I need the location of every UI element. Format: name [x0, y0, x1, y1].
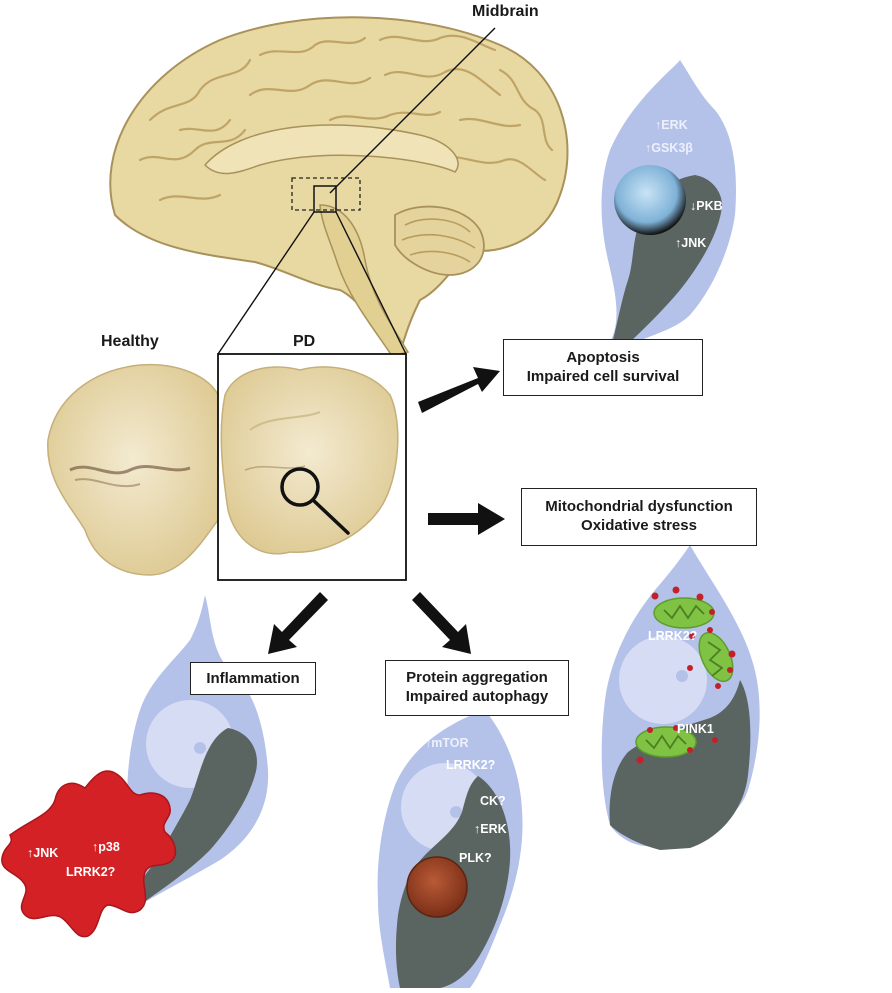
mito-box: Mitochondrial dysfunction Oxidative stre…	[521, 488, 757, 546]
protein-aggregate-icon	[406, 856, 468, 918]
autophagy-erk-label: ↑ERK	[474, 822, 507, 836]
apoptosis-erk-label: ↑ERK	[655, 118, 688, 132]
protein-box-line-2: Impaired autophagy	[405, 688, 549, 705]
inflammation-box: Inflammation	[190, 662, 316, 695]
inflammation-box-line-1: Inflammation	[206, 670, 300, 687]
apoptosis-box: Apoptosis Impaired cell survival	[503, 339, 703, 396]
autophagy-neuron	[377, 710, 523, 988]
mito-neuron	[601, 545, 760, 850]
arrows	[268, 367, 505, 654]
apoptosis-pkb-label: ↓PKB	[690, 199, 723, 213]
arrow-to-protein	[412, 592, 471, 654]
arrow-to-apoptosis	[418, 367, 500, 413]
autophagy-ck-label: CK?	[480, 794, 506, 808]
mito-pink1-label: PINK1	[677, 722, 714, 736]
pd-midbrain-section	[220, 366, 399, 555]
nucleus-icon	[614, 165, 686, 235]
pd-label: PD	[293, 333, 316, 350]
apoptosis-box-line-2: Impaired cell survival	[526, 368, 680, 385]
mito-box-line-1: Mitochondrial dysfunction	[545, 498, 733, 515]
protein-box: Protein aggregation Impaired autophagy	[385, 660, 569, 716]
inflammation-jnk-label: ↑JNK	[27, 846, 59, 860]
inflammation-p38-label: ↑p38	[92, 840, 120, 854]
microglia-icon	[1, 770, 177, 938]
midbrain-label: Midbrain	[472, 3, 539, 20]
mito-box-line-2: Oxidative stress	[581, 517, 697, 534]
healthy-label: Healthy	[101, 333, 159, 350]
apoptosis-jnk-label: ↑JNK	[675, 236, 707, 250]
zoom-line-left	[217, 211, 315, 355]
zoom-line-right	[335, 211, 407, 355]
inflammation-lrrk2-label: LRRK2?	[66, 865, 116, 879]
autophagy-lrrk2-label: LRRK2?	[446, 758, 496, 772]
apoptosis-neuron	[601, 60, 736, 345]
protein-box-line-1: Protein aggregation	[406, 669, 548, 686]
mito-lrrk2-label: LRRK2?	[648, 629, 698, 643]
magnifier-icon	[280, 467, 350, 535]
arrow-to-mito	[428, 503, 505, 535]
healthy-midbrain-section	[47, 363, 219, 576]
apoptosis-gsk3b-label: ↑GSK3β	[645, 141, 693, 155]
midbrain-leader-line	[329, 27, 496, 194]
autophagy-plk-label: PLK?	[459, 851, 492, 865]
autophagy-mtor-label: ↑mTOR	[425, 736, 469, 750]
arrow-to-inflammation	[268, 592, 328, 654]
brain-sagittal-section	[109, 16, 569, 357]
ros-dots	[636, 586, 736, 764]
apoptosis-box-line-1: Apoptosis	[566, 349, 640, 366]
